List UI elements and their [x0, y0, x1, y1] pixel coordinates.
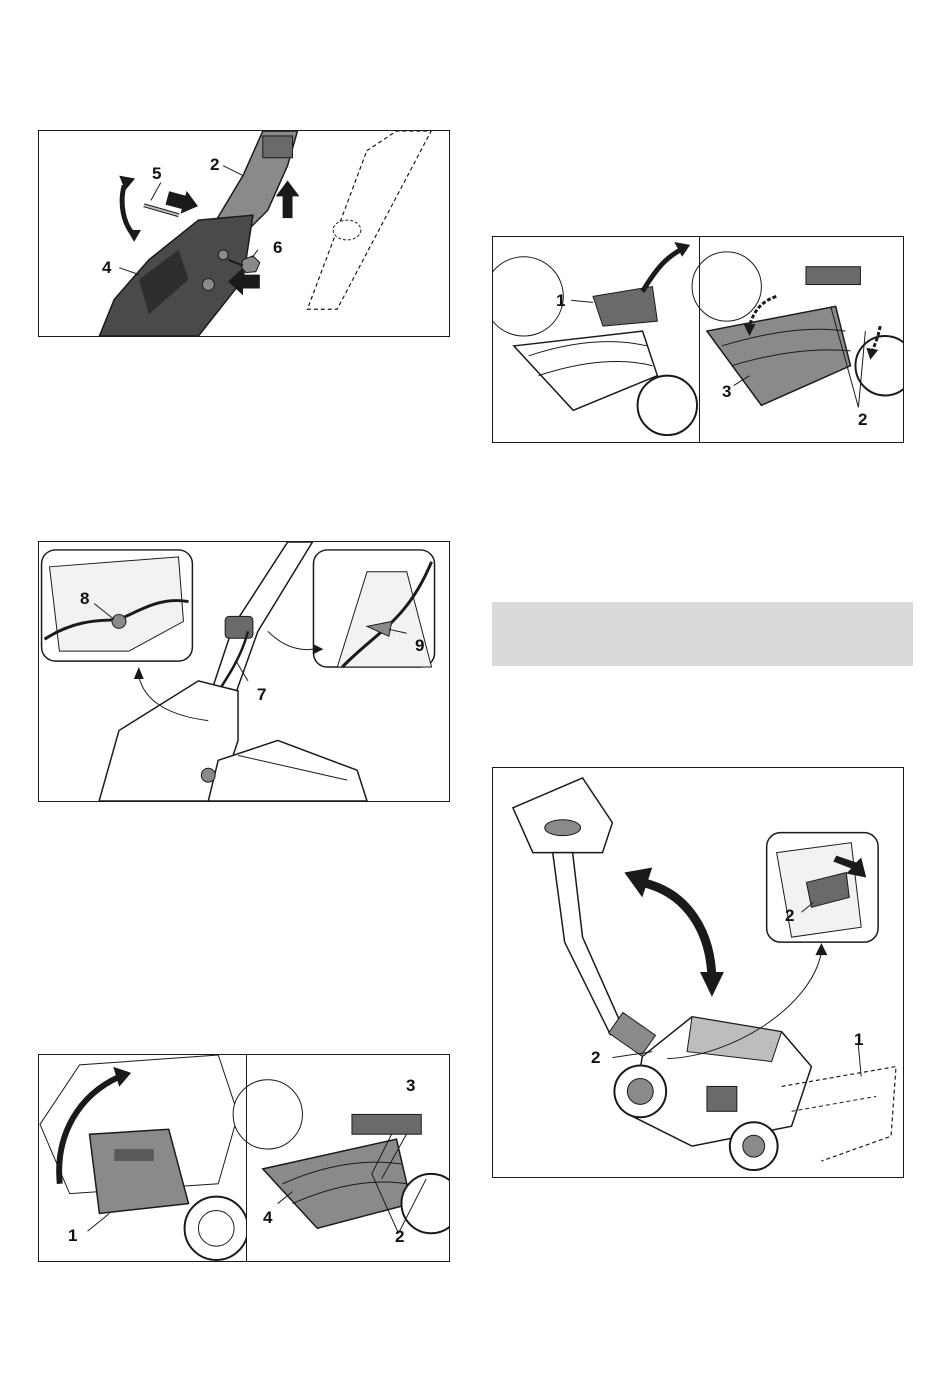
- callout-2: 2: [395, 1228, 404, 1245]
- callout-6: 6: [273, 239, 282, 256]
- callout-3: 3: [722, 383, 731, 400]
- callout-2-inset: 2: [785, 907, 794, 924]
- callout-5: 5: [152, 165, 161, 182]
- cable-routing-illustration: [39, 542, 449, 801]
- callout-2: 2: [591, 1049, 600, 1066]
- section-heading-band: [492, 602, 913, 666]
- handle-mounting-illustration: [39, 131, 449, 336]
- panel-divider: [246, 1055, 247, 1261]
- callout-8: 8: [80, 590, 89, 607]
- callout-4: 4: [263, 1209, 272, 1226]
- callout-2: 2: [210, 156, 219, 173]
- flap-install-illustration: [39, 1055, 449, 1261]
- deflector-install-illustration: [493, 237, 903, 442]
- callout-7: 7: [257, 686, 266, 703]
- figure-deflector-install: 1 3 2: [492, 236, 904, 443]
- callout-9: 9: [415, 637, 424, 654]
- panel-divider: [699, 237, 700, 442]
- figure-flap-install: 1 4 3 2: [38, 1054, 450, 1262]
- figure-handle-fold: 2 2 1: [492, 767, 904, 1178]
- figure-cable-routing: 8 7 9: [38, 541, 450, 802]
- callout-4: 4: [102, 259, 111, 276]
- callout-1: 1: [68, 1227, 77, 1244]
- callout-2: 2: [858, 411, 867, 428]
- callout-1: 1: [854, 1031, 863, 1048]
- callout-1: 1: [556, 292, 565, 309]
- handle-fold-illustration: [493, 768, 903, 1177]
- figure-handle-mounting: 5 2 6 4: [38, 130, 450, 337]
- callout-3: 3: [406, 1077, 415, 1094]
